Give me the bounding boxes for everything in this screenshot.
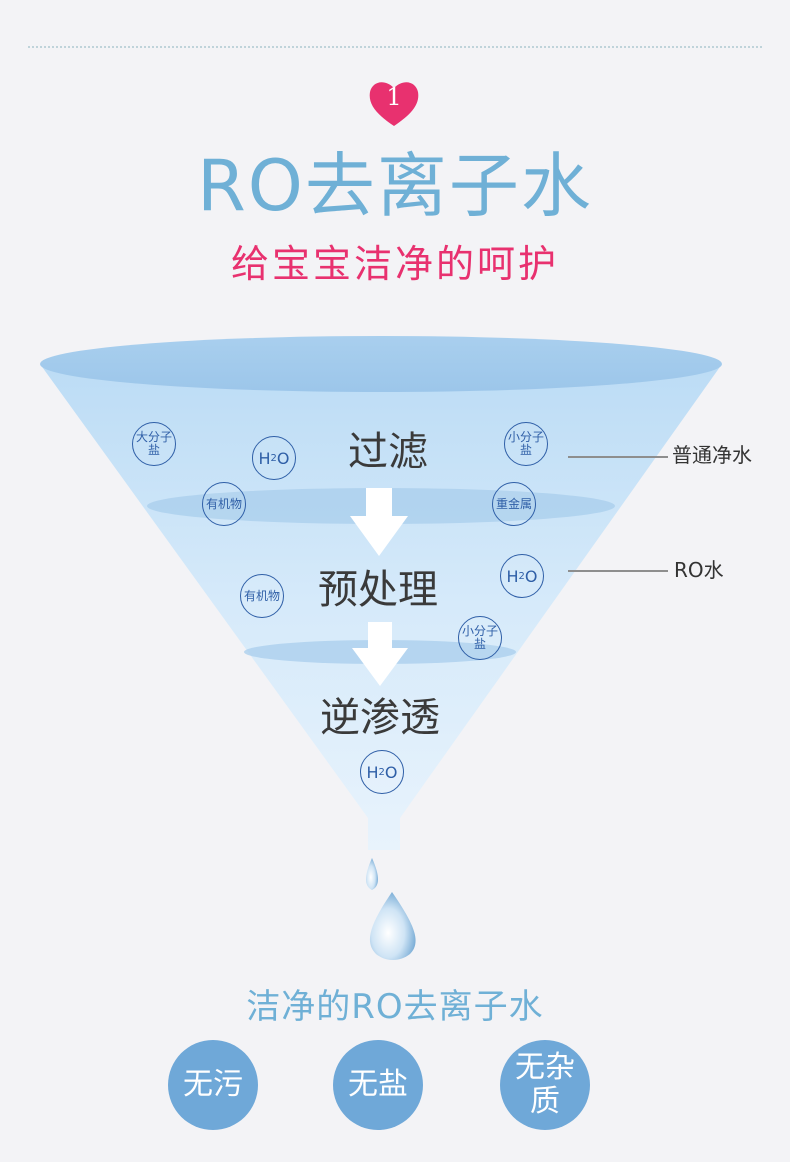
heavy-metal-label: 重金属 xyxy=(496,496,533,511)
heart-icon xyxy=(369,82,419,126)
small-salt-molecule: 小分子盐 xyxy=(504,422,548,466)
page-subtitle: 给宝宝洁净的呵护 xyxy=(230,242,559,286)
badge-no-pollution: 无污 xyxy=(168,1040,258,1130)
callout-line xyxy=(568,570,668,572)
large-salt-molecule: 大分子盐 xyxy=(132,422,176,466)
organic-molecule: 有机物 xyxy=(202,482,246,526)
heavy-metal-molecule: 重金属 xyxy=(492,482,536,526)
small-salt-label: 小分子盐 xyxy=(462,624,499,651)
organic-molecule: 有机物 xyxy=(240,574,284,618)
filter-funnel xyxy=(40,336,722,960)
bottom-title: 洁净的RO去离子水 xyxy=(246,987,544,1027)
down-arrow-icon xyxy=(350,488,408,556)
organic-label: 有机物 xyxy=(244,588,281,603)
water-drop-icon xyxy=(366,858,416,960)
stage-filter: 过滤 xyxy=(348,429,428,475)
page-title: RO去离子水 xyxy=(197,145,593,227)
small-salt-label: 小分子盐 xyxy=(508,430,545,457)
badge-no-impurities: 无杂质 xyxy=(500,1040,590,1130)
stage-pretreatment: 预处理 xyxy=(318,567,438,613)
dotted-divider xyxy=(28,46,762,48)
down-arrow-icon xyxy=(352,622,408,686)
ro-water-label: RO水 xyxy=(674,558,724,582)
small-salt-molecule: 小分子盐 xyxy=(458,616,502,660)
large-salt-label: 大分子盐 xyxy=(136,430,173,457)
ordinary-water-label: 普通净水 xyxy=(672,443,752,467)
callout-line xyxy=(568,456,668,458)
stage-reverse-osmosis: 逆渗透 xyxy=(320,695,440,741)
organic-label: 有机物 xyxy=(206,496,243,511)
step-number: 1 xyxy=(386,83,402,111)
badge-no-salt: 无盐 xyxy=(333,1040,423,1130)
